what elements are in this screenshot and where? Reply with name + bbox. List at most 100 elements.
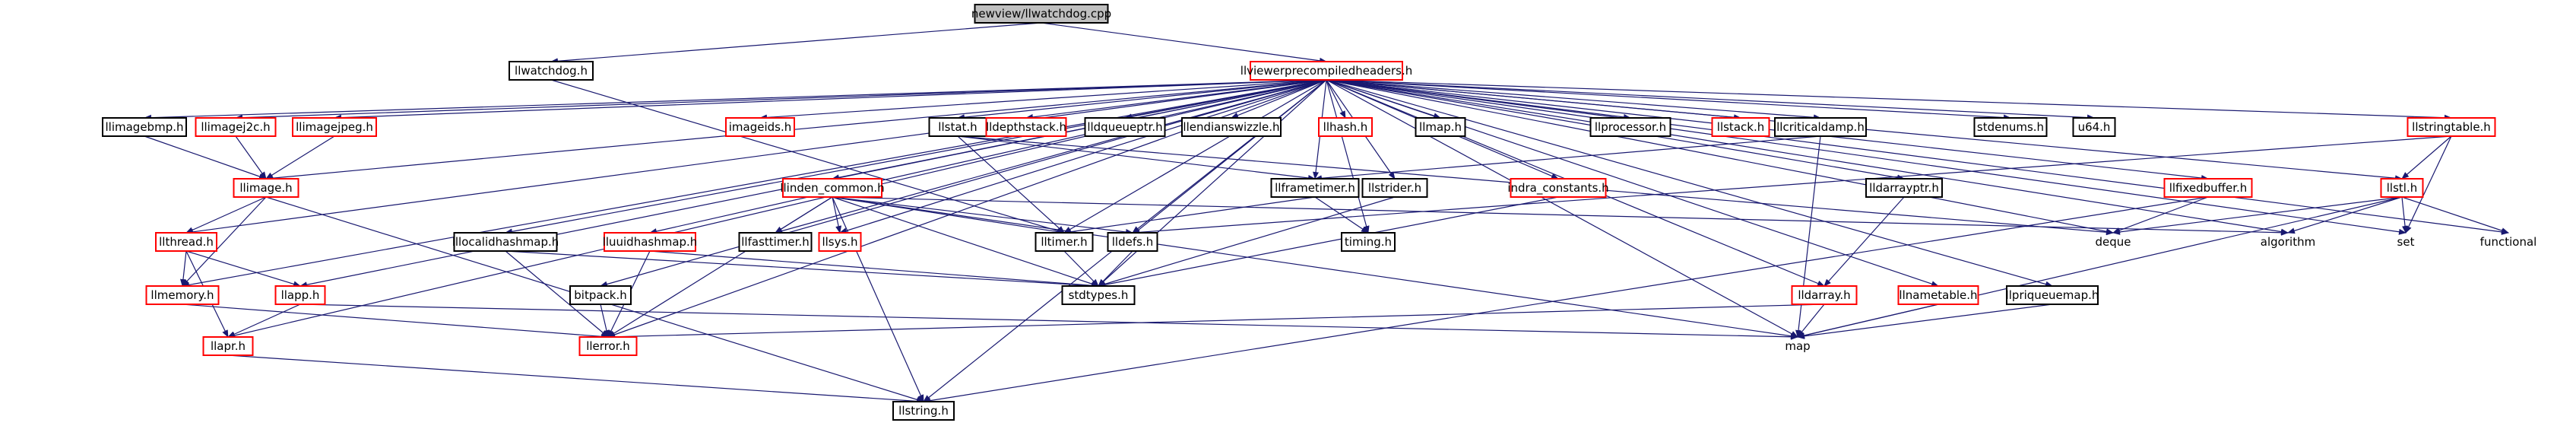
node-llwatchdog-h[interactable]: llwatchdog.h [509, 61, 594, 81]
node-llapp-h[interactable]: llapp.h [274, 285, 326, 305]
edge-llviewerprecompiledheaders_h-to-llstat_h [957, 79, 1327, 121]
node-llstat-h[interactable]: llstat.h [928, 117, 987, 137]
edge-llstringtable_h-to-set [2405, 135, 2452, 234]
node-label: lltimer.h [1041, 235, 1087, 249]
node-llstack-h[interactable]: llstack.h [1711, 117, 1770, 137]
node-llapr-h[interactable]: llapr.h [202, 336, 254, 356]
node-box [1774, 117, 1867, 137]
edge-llstl_h-to-functional [2401, 196, 2509, 234]
node-map[interactable]: map [1779, 337, 1817, 355]
node-lldefs-h[interactable]: lldefs.h [1107, 232, 1158, 252]
node-box [453, 232, 558, 252]
node-label: llimagejpeg.h [296, 120, 373, 134]
edge-llviewerprecompiledheaders_h-to-llhash_h [1326, 79, 1346, 119]
node-llimagej2c-h[interactable]: llimagej2c.h [195, 117, 277, 137]
edge-llviewerprecompiledheaders_h-to-lluuidhashmap_h [649, 79, 1327, 234]
node-llprocessor-h[interactable]: llprocessor.h [1589, 117, 1671, 137]
node-stdenums-h[interactable]: stdenums.h [1973, 117, 2048, 137]
node-timing-h[interactable]: timing.h [1341, 232, 1396, 252]
node-llfixedbuffer-h[interactable]: llfixedbuffer.h [2163, 178, 2253, 198]
edge-llstringtable_h-to-lldefs_h [1132, 135, 2452, 236]
node-lltimer-h[interactable]: lltimer.h [1035, 232, 1094, 252]
node-llsys-h[interactable]: llsys.h [818, 232, 862, 252]
node-lldqueueptr-h[interactable]: lldqueueptr.h [1084, 117, 1166, 137]
node-indra-constants-h[interactable]: indra_constants.h [1507, 178, 1609, 198]
node-label: stdtypes.h [1069, 288, 1129, 302]
node-llmemory-h[interactable]: llmemory.h [145, 285, 220, 305]
node-llviewerprecompiledheaders-h[interactable]: llviewerprecompiledheaders.h [1240, 61, 1412, 81]
edge-llviewerprecompiledheaders_h-to-stdenums_h [1326, 79, 2011, 121]
node-lluuidhashmap-h[interactable]: lluuidhashmap.h [603, 232, 698, 252]
node-llpriqueuemap-h[interactable]: llpriqueuemap.h [2006, 285, 2099, 305]
node-label: llframetimer.h [1275, 181, 1355, 195]
node-box [1589, 117, 1671, 137]
node-label: deque [2095, 235, 2131, 249]
node-llimagebmp-h[interactable]: llimagebmp.h [102, 117, 187, 137]
edge-llindex_common_h-to-algorithm [832, 196, 2289, 236]
node-box [604, 232, 696, 252]
edge-llstl_h-to-algorithm [2287, 196, 2403, 234]
node-llmap-h[interactable]: llmap.h [1415, 117, 1466, 137]
node-llnametable-h[interactable]: llnametable.h [1897, 285, 1979, 305]
node-label: llmap.h [1419, 120, 1462, 134]
node-stdtypes-h[interactable]: stdtypes.h [1061, 285, 1136, 305]
edge-llmemory_h-to-llerror_h [182, 304, 609, 340]
node-root[interactable]: newview/llwatchdog.cpp [971, 4, 1111, 24]
node-llstring-h[interactable]: llstring.h [892, 401, 955, 421]
node-lldarray-h[interactable]: lldarray.h [1791, 285, 1858, 305]
node-lldepthstack-h[interactable]: lldepthstack.h [985, 117, 1067, 137]
node-llindex-common-h[interactable]: llinden_common.h [780, 178, 885, 198]
node-functional[interactable]: functional [2474, 233, 2543, 251]
edge-llviewerprecompiledheaders_h-to-u64_h [1326, 79, 2095, 121]
node-label: llstat.h [938, 120, 977, 134]
node-algorithm[interactable]: algorithm [2258, 233, 2318, 251]
node-lldarrayptr-h[interactable]: lldarrayptr.h [1865, 178, 1943, 198]
node-label: lldarrayptr.h [1869, 181, 1939, 195]
node-label: llendianswizzle.h [1183, 120, 1279, 134]
edge-lltimer_h-to-stdtypes_h [1063, 250, 1099, 287]
edge-llthread_h-to-llapp_h [185, 250, 301, 288]
node-label: llstringtable.h [2412, 120, 2491, 134]
node-llhash-h[interactable]: llhash.h [1318, 117, 1373, 137]
edge-llstat_h-to-llframetimer_h [957, 135, 1316, 181]
edge-llimagejpeg_h-to-llimage_h [265, 135, 335, 180]
edge-llcriticaldamp_h-to-map [1795, 135, 1821, 338]
node-llstrider-h[interactable]: llstrider.h [1361, 178, 1428, 198]
node-deque[interactable]: deque [2090, 233, 2136, 251]
node-box [509, 61, 594, 81]
node-llimagejpeg-h[interactable]: llimagejpeg.h [292, 117, 377, 137]
node-llframetimer-h[interactable]: llframetimer.h [1270, 178, 1360, 198]
node-llerror-h[interactable]: llerror.h [578, 336, 638, 356]
edge-llviewerprecompiledheaders_h-to-llthread_h [185, 79, 1327, 235]
node-label: functional [2480, 235, 2537, 249]
node-llstl-h[interactable]: llstl.h [2380, 178, 2424, 198]
node-label: llwatchdog.h [515, 64, 588, 78]
node-llfasttimer-h[interactable]: llfasttimer.h [738, 232, 813, 252]
node-set[interactable]: set [2391, 233, 2421, 251]
node-label: llimagebmp.h [106, 120, 184, 134]
edge-llpriqueuemap_h-to-map [1797, 304, 2053, 339]
node-box [1270, 178, 1360, 198]
node-imageids-h[interactable]: imageids.h [725, 117, 795, 137]
edge-llviewerprecompiledheaders_h-to-llmemory_h [182, 79, 1327, 288]
edge-lldarray_h-to-llerror_h [607, 304, 1825, 340]
edge-llapp_h-to-llapr_h [227, 304, 301, 338]
node-lllocalidhashmap-h[interactable]: lllocalidhashmap.h [452, 232, 559, 252]
node-llthread-h[interactable]: llthread.h [155, 232, 217, 252]
node-u64-h[interactable]: u64.h [2072, 117, 2116, 137]
edge-llviewerprecompiledheaders_h-to-llindex_common_h [832, 79, 1327, 181]
node-box [738, 232, 813, 252]
node-box [569, 285, 632, 305]
node-llimage-h[interactable]: llimage.h [233, 178, 299, 198]
node-bitpack-h[interactable]: bitpack.h [569, 285, 632, 305]
edge-llviewerprecompiledheaders_h-to-llstringtable_h [1326, 79, 2452, 121]
node-llstringtable-h[interactable]: llstringtable.h [2406, 117, 2496, 137]
node-box [2406, 117, 2496, 137]
edge-llviewerprecompiledheaders_h-to-llimagejpeg_h [334, 79, 1327, 121]
edge-lldefs_h-to-stdtypes_h [1098, 250, 1133, 287]
node-llcriticaldamp-h[interactable]: llcriticaldamp.h [1774, 117, 1867, 137]
node-llendianswizzle-h[interactable]: llendianswizzle.h [1181, 117, 1282, 137]
node-box [1035, 232, 1094, 252]
edge-llindex_common_h-to-llsys_h [832, 196, 842, 234]
node-label: llprocessor.h [1595, 120, 1666, 134]
